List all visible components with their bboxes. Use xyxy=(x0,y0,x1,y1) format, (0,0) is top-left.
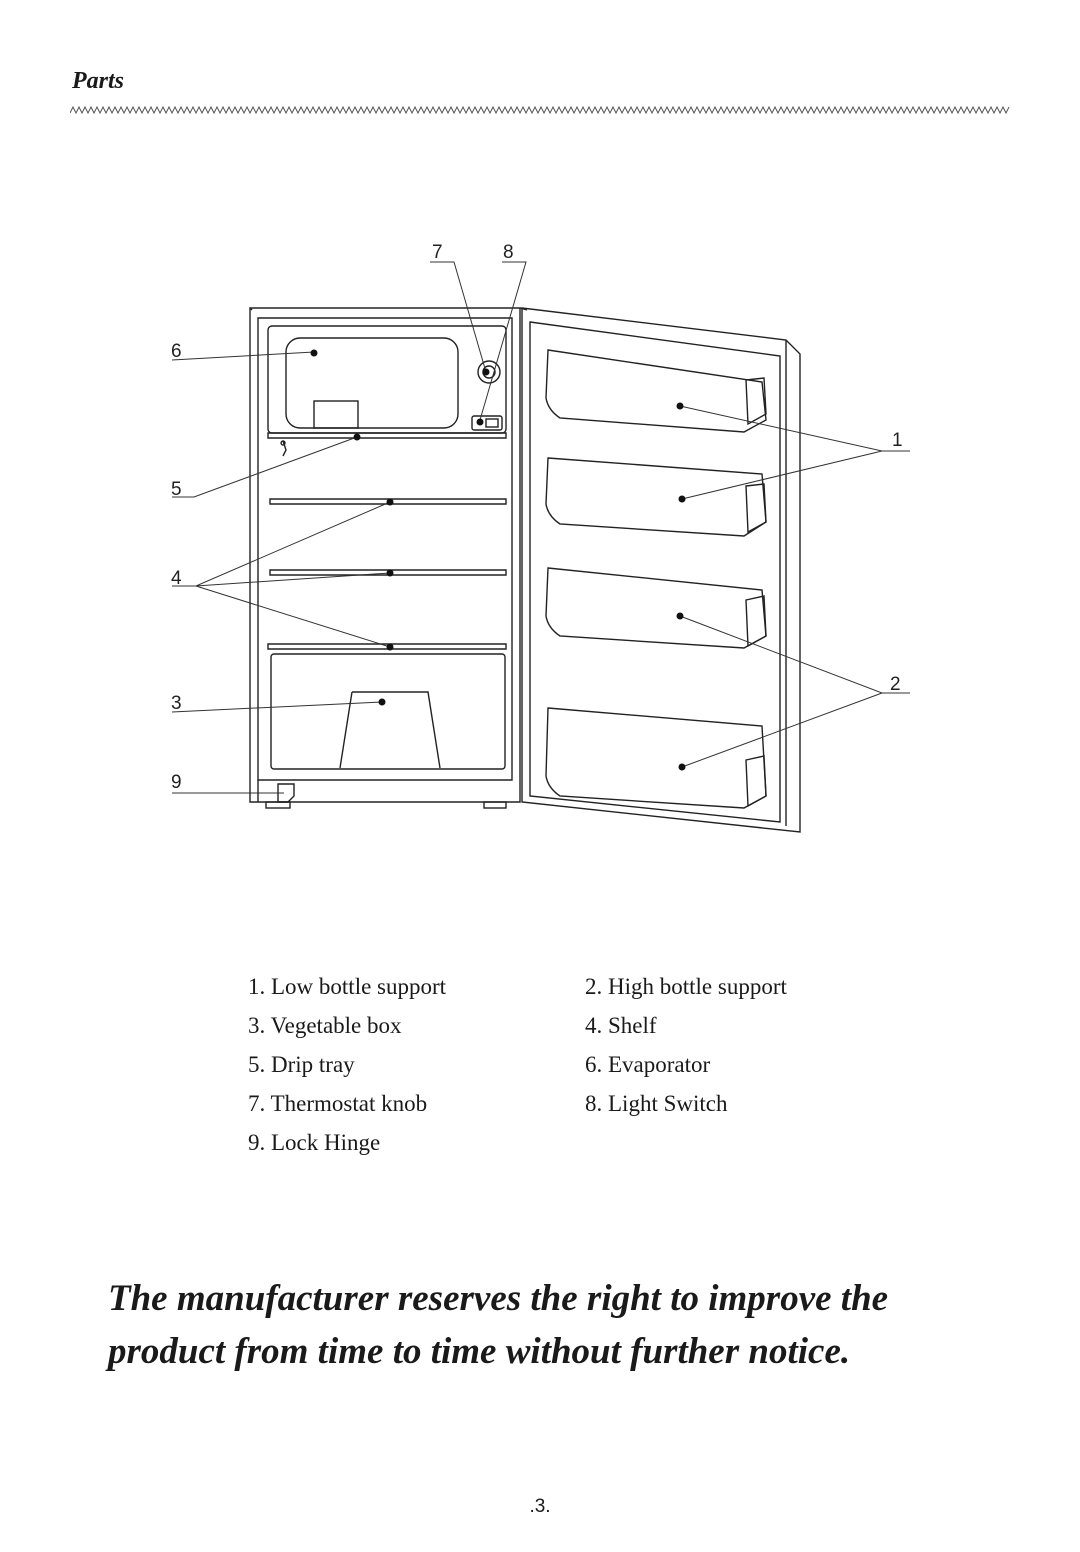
decorative-zigzag-divider xyxy=(70,105,1010,115)
callout-6: 6 xyxy=(171,341,182,362)
manufacturer-notice: The manufacturer reserves the right to i… xyxy=(108,1278,889,1372)
door-bin-1 xyxy=(545,349,767,433)
callout-5: 5 xyxy=(171,479,182,500)
lock-hinge xyxy=(277,783,295,803)
door-outline xyxy=(521,307,801,833)
vegetable-box xyxy=(270,653,506,770)
legend-item-low-bottle-support: 1. Low bottle support xyxy=(248,974,447,999)
legend-item-light-switch: 8. Light Switch xyxy=(585,1091,728,1116)
legend-item-evaporator: 6. Evaporator xyxy=(585,1052,711,1077)
evaporator-tab xyxy=(313,400,359,429)
legend-item-thermostat-knob: 7. Thermostat knob xyxy=(248,1091,428,1116)
legend-item-high-bottle-support: 2. High bottle support xyxy=(585,974,787,999)
light-switch xyxy=(471,415,503,431)
side-lock xyxy=(280,440,287,457)
callout-3: 3 xyxy=(171,693,182,714)
legend-item-vegetable-box: 3. Vegetable box xyxy=(248,1013,402,1038)
legend-item-drip-tray: 5. Drip tray xyxy=(248,1052,355,1077)
parts-legend: 1. Low bottle support 2. High bottle sup… xyxy=(248,970,888,1159)
door-bin-3 xyxy=(545,567,767,649)
refrigerator-diagram: 7 8 6 5 4 3 9 1 2 xyxy=(171,242,910,833)
vegetable-box-handle xyxy=(339,691,441,769)
door-bin-2 xyxy=(545,457,767,537)
legend-item-lock-hinge: 9. Lock Hinge xyxy=(248,1130,381,1155)
cabinet-inner-wall xyxy=(257,317,513,781)
callout-1: 1 xyxy=(892,430,903,451)
thermostat-knob xyxy=(477,360,501,384)
callout-7: 7 xyxy=(432,242,443,263)
callout-4: 4 xyxy=(171,568,182,589)
door-bin-4 xyxy=(545,707,767,809)
door-inner xyxy=(529,321,781,823)
shelf-1 xyxy=(269,498,507,505)
foot-left xyxy=(265,801,291,809)
legend-item-shelf: 4. Shelf xyxy=(585,1013,657,1038)
shelf-3 xyxy=(267,643,507,650)
callout-2: 2 xyxy=(890,674,901,695)
evaporator-inner xyxy=(285,337,459,429)
callout-8: 8 xyxy=(503,242,514,263)
callout-9: 9 xyxy=(171,772,182,793)
page-number: .3. xyxy=(529,1496,551,1517)
cabinet-outline xyxy=(249,307,521,803)
drip-tray xyxy=(267,432,507,439)
section-title: Parts xyxy=(72,68,125,94)
shelf-2 xyxy=(269,569,507,576)
evaporator xyxy=(267,325,507,434)
foot-right xyxy=(483,801,507,809)
